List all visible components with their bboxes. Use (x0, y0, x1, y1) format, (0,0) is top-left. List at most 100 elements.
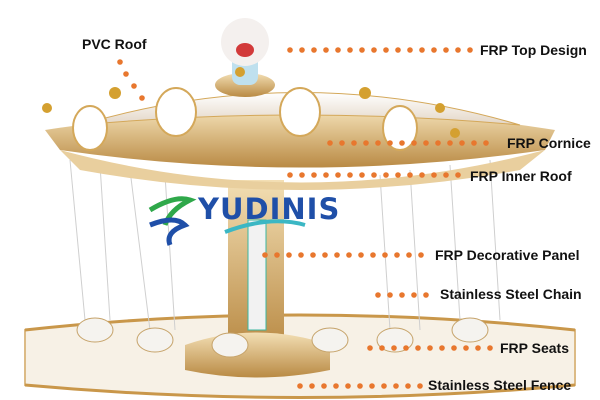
leader-dot (427, 345, 433, 351)
label-fence: Stainless Steel Fence (428, 377, 572, 393)
leader-dot (383, 47, 389, 53)
character-panels (72, 87, 418, 151)
label-cornice: FRP Cornice (507, 135, 591, 151)
leader-dot (287, 172, 293, 178)
leader-dot (487, 345, 493, 351)
leader-dot (323, 172, 329, 178)
leader-dot (286, 252, 292, 258)
leader-dot (299, 172, 305, 178)
label-chain: Stainless Steel Chain (440, 286, 582, 302)
leader-dot (475, 345, 481, 351)
leader-dot (334, 252, 340, 258)
leader-dot (415, 345, 421, 351)
leader-dot (369, 383, 375, 389)
leader-dot (447, 140, 453, 146)
leader-dot (395, 172, 401, 178)
leader-dot (117, 59, 123, 65)
leader-dot (131, 83, 137, 89)
leader-dot (395, 47, 401, 53)
leader-dot (455, 172, 461, 178)
leader-dot (381, 383, 387, 389)
leader-dot (123, 71, 129, 77)
leader-dot (347, 172, 353, 178)
leader-dots (117, 47, 493, 389)
leader-dot (357, 383, 363, 389)
leader-dot (323, 47, 329, 53)
leader-dot (274, 252, 280, 258)
leader-dot (339, 140, 345, 146)
leader-dot (347, 47, 353, 53)
leader-dot (383, 172, 389, 178)
leader-dot (391, 345, 397, 351)
leader-dot (407, 47, 413, 53)
leader-dot (359, 47, 365, 53)
seats (76, 317, 489, 358)
leader-dot (407, 172, 413, 178)
leader-dot (431, 172, 437, 178)
leader-dot (463, 345, 469, 351)
leader-dot (443, 47, 449, 53)
leader-dot (287, 47, 293, 53)
leader-dot (387, 292, 393, 298)
inner-roof (60, 150, 545, 190)
leader-dot (455, 47, 461, 53)
leader-dot (298, 252, 304, 258)
leader-dot (262, 252, 268, 258)
leader-dot (327, 140, 333, 146)
leader-dot (435, 140, 441, 146)
leader-dot (310, 252, 316, 258)
leader-dot (459, 140, 465, 146)
leader-dot (417, 383, 423, 389)
leader-dot (411, 140, 417, 146)
leader-dot (345, 383, 351, 389)
leader-dot (346, 252, 352, 258)
leader-dot (431, 47, 437, 53)
leader-dot (375, 140, 381, 146)
leader-dot (382, 252, 388, 258)
leader-dot (423, 292, 429, 298)
leader-dot (399, 292, 405, 298)
leader-dot (335, 172, 341, 178)
leader-dot (321, 383, 327, 389)
leader-dot (471, 140, 477, 146)
leader-dot (371, 47, 377, 53)
leader-dot (367, 345, 373, 351)
leader-dot (379, 345, 385, 351)
label-seats: FRP Seats (500, 340, 569, 356)
leader-dot (439, 345, 445, 351)
leader-dot (335, 47, 341, 53)
leader-dot (311, 172, 317, 178)
leader-dot (483, 140, 489, 146)
label-top-design: FRP Top Design (480, 42, 587, 58)
label-decorative-panel: FRP Decorative Panel (435, 247, 580, 263)
leader-dot (411, 292, 417, 298)
chains (69, 159, 501, 331)
label-inner-roof: FRP Inner Roof (470, 168, 572, 184)
leader-dot (405, 383, 411, 389)
leader-dot (467, 47, 473, 53)
label-pvc-roof: PVC Roof (82, 36, 147, 52)
leader-dot (419, 172, 425, 178)
leader-dot (371, 172, 377, 178)
leader-dot (406, 252, 412, 258)
leader-dot (394, 252, 400, 258)
leader-dot (351, 140, 357, 146)
logo-mark (148, 196, 306, 246)
leader-dot (358, 252, 364, 258)
leader-dot (403, 345, 409, 351)
leader-dot (443, 172, 449, 178)
leader-dot (375, 292, 381, 298)
brand-logo-text: YUDINIS (198, 192, 341, 226)
leader-dot (399, 140, 405, 146)
leader-dot (333, 383, 339, 389)
leader-dot (139, 95, 145, 101)
leader-dot (393, 383, 399, 389)
leader-dot (309, 383, 315, 389)
leader-dot (322, 252, 328, 258)
leader-dot (370, 252, 376, 258)
leader-dot (311, 47, 317, 53)
leader-dot (423, 140, 429, 146)
top-figure (215, 18, 275, 97)
